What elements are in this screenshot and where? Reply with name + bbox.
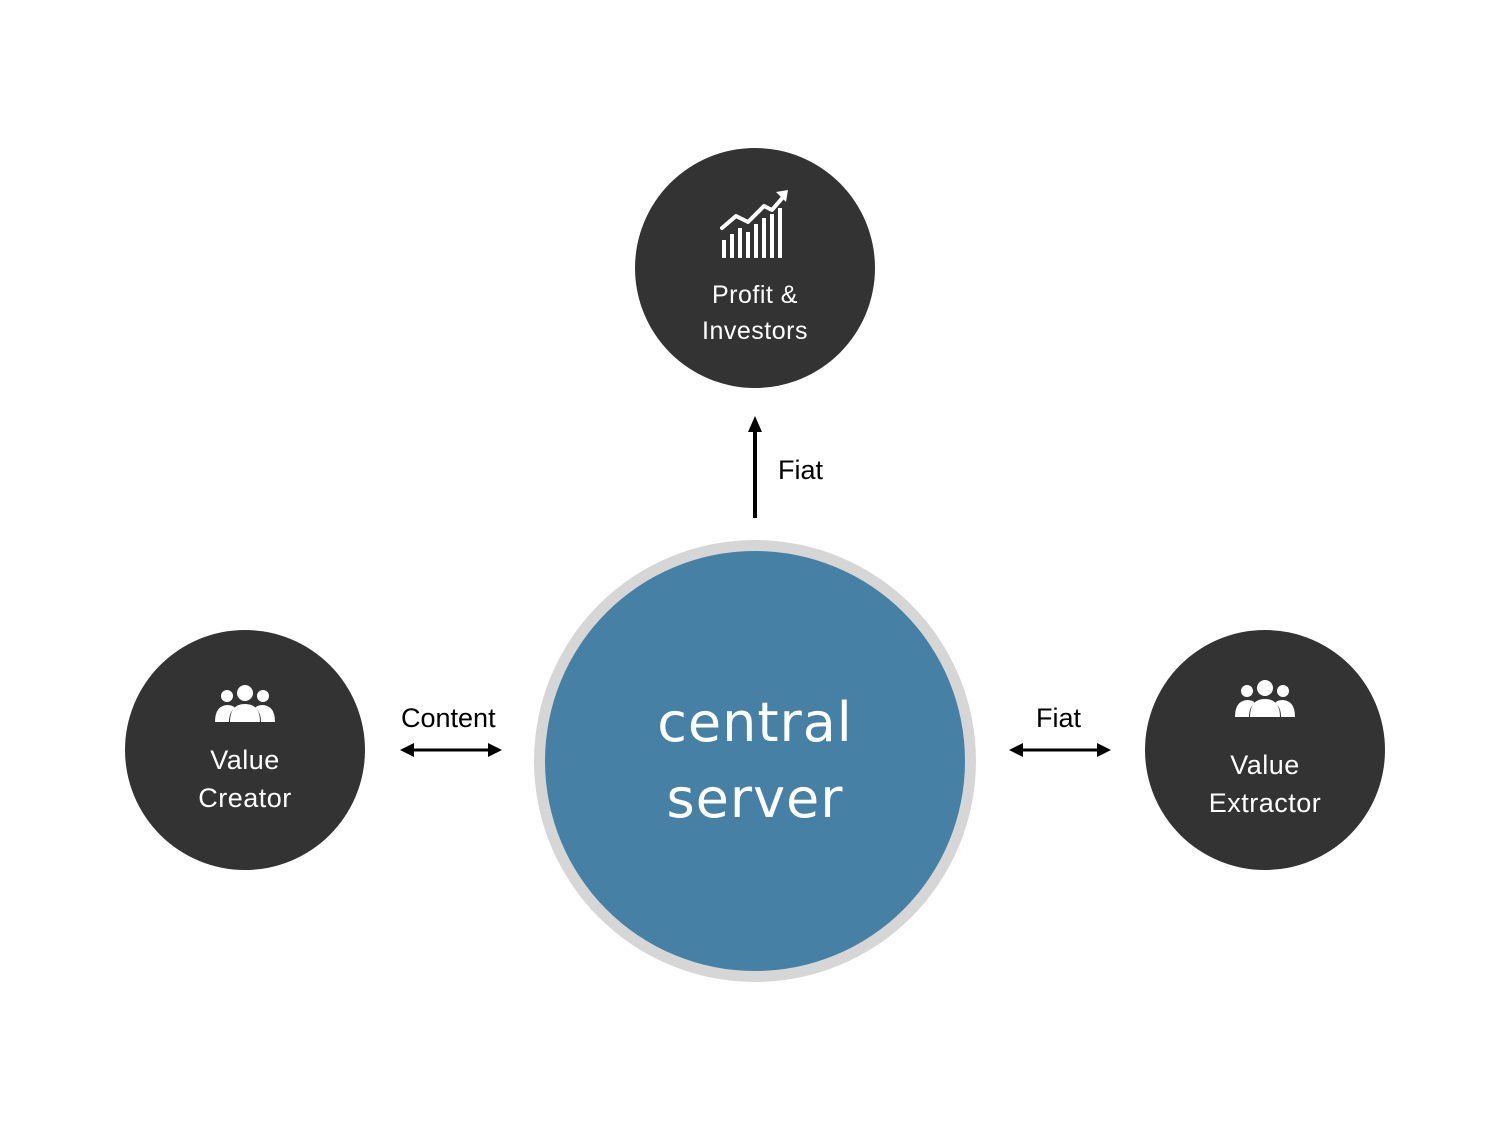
- center-node-label-line1: central: [657, 691, 853, 754]
- value-creator-label-line1: Value: [210, 744, 280, 775]
- arrow-left-two-way: [400, 743, 502, 757]
- center-node: central server: [545, 551, 965, 971]
- value-extractor-label-line2: Extractor: [1208, 787, 1322, 818]
- arrow-right-two-way: [1009, 743, 1111, 757]
- growth-chart-icon: [720, 188, 790, 265]
- arrow-center-to-top: [748, 416, 762, 518]
- profit-investors-label-line2: Investors: [702, 316, 808, 345]
- people-group-icon: [1233, 679, 1297, 724]
- center-node-label-line2: server: [666, 767, 844, 830]
- edge-label-right: Fiat: [1036, 703, 1082, 733]
- edge-label-left: Content: [401, 703, 496, 733]
- profit-investors-label-line1: Profit &: [712, 280, 798, 309]
- value-extractor-node: Value Extractor: [1145, 630, 1385, 870]
- edge-label-top: Fiat: [778, 455, 824, 485]
- people-group-icon: [213, 684, 277, 729]
- profit-investors-node: Profit & Investors: [635, 148, 875, 388]
- value-creator-node: Value Creator: [125, 630, 365, 870]
- value-creator-label-line2: Creator: [198, 782, 292, 813]
- value-extractor-label-line1: Value: [1230, 749, 1300, 780]
